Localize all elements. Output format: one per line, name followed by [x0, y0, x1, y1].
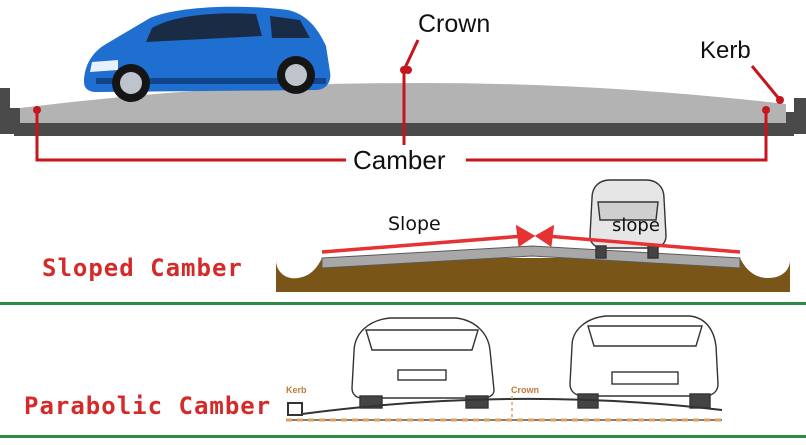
parabolic-camber-title: Parabolic Camber	[24, 392, 272, 420]
parabolic-crown-label: Crown	[511, 385, 539, 395]
left-slope-arrow	[321, 234, 525, 254]
camber-label: Camber	[349, 145, 450, 176]
camber-bracket-right	[466, 110, 768, 162]
blue-hatchback-car	[84, 6, 331, 102]
right-slope-arrow	[545, 234, 741, 254]
parabolic-car-left	[351, 317, 495, 409]
slope-arrows	[321, 224, 741, 254]
camber-right-dot	[762, 106, 770, 114]
slope-left-label: Slope	[388, 213, 441, 235]
slope-right-label: slope	[612, 215, 660, 236]
parabolic-road-line	[301, 397, 723, 415]
camber-left-dot	[33, 106, 41, 114]
parabolic-car-right	[569, 315, 719, 409]
parabolic-kerb-block	[287, 402, 303, 416]
section-divider	[0, 302, 806, 305]
crown-label: Crown	[418, 10, 491, 38]
parabolic-camber-section	[286, 315, 723, 422]
kerb-label: Kerb	[700, 37, 751, 64]
left-kerb	[0, 88, 24, 134]
small-car-rear	[589, 179, 667, 259]
soil-trench	[276, 258, 790, 292]
kerb-dot	[776, 96, 784, 104]
leader-dots	[33, 66, 784, 114]
sloped-camber-title: Sloped Camber	[42, 254, 243, 282]
bottom-divider	[0, 435, 806, 438]
kerb-leader	[750, 65, 782, 101]
sloped-camber-section	[276, 179, 790, 292]
crown-top-dot	[404, 66, 412, 74]
parabolic-kerb-label: Kerb	[286, 385, 307, 395]
camber-bracket-left	[35, 110, 346, 162]
